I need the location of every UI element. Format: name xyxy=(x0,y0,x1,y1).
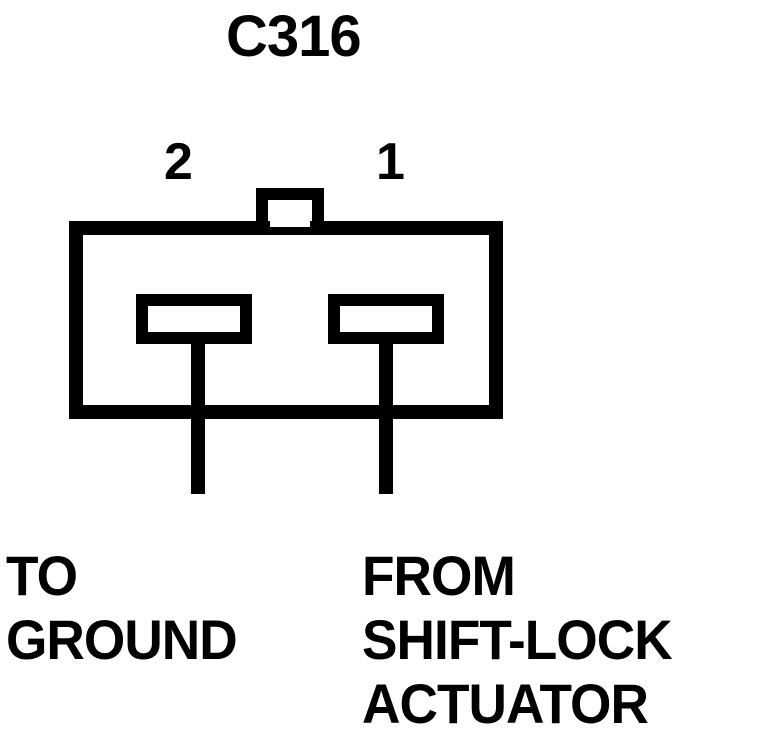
pin-2-terminal xyxy=(136,294,252,344)
pin-1-label: 1 xyxy=(376,133,405,191)
actuator-wire-label-line: SHIFT-LOCK xyxy=(362,608,673,671)
actuator-wire-label-line: FROM xyxy=(362,544,516,607)
ground-wire-label-line: GROUND xyxy=(6,608,238,671)
ground-wire-label-line: TO xyxy=(6,544,78,607)
pin-1-terminal xyxy=(328,294,444,344)
actuator-wire-label: FROM SHIFT-LOCK ACTUATOR xyxy=(362,544,673,740)
pin-2-label: 2 xyxy=(164,133,193,191)
actuator-wire-label-line: ACTUATOR xyxy=(362,672,649,735)
ground-wire-label: TO GROUND xyxy=(6,544,238,676)
connector-id: C316 xyxy=(226,4,362,69)
